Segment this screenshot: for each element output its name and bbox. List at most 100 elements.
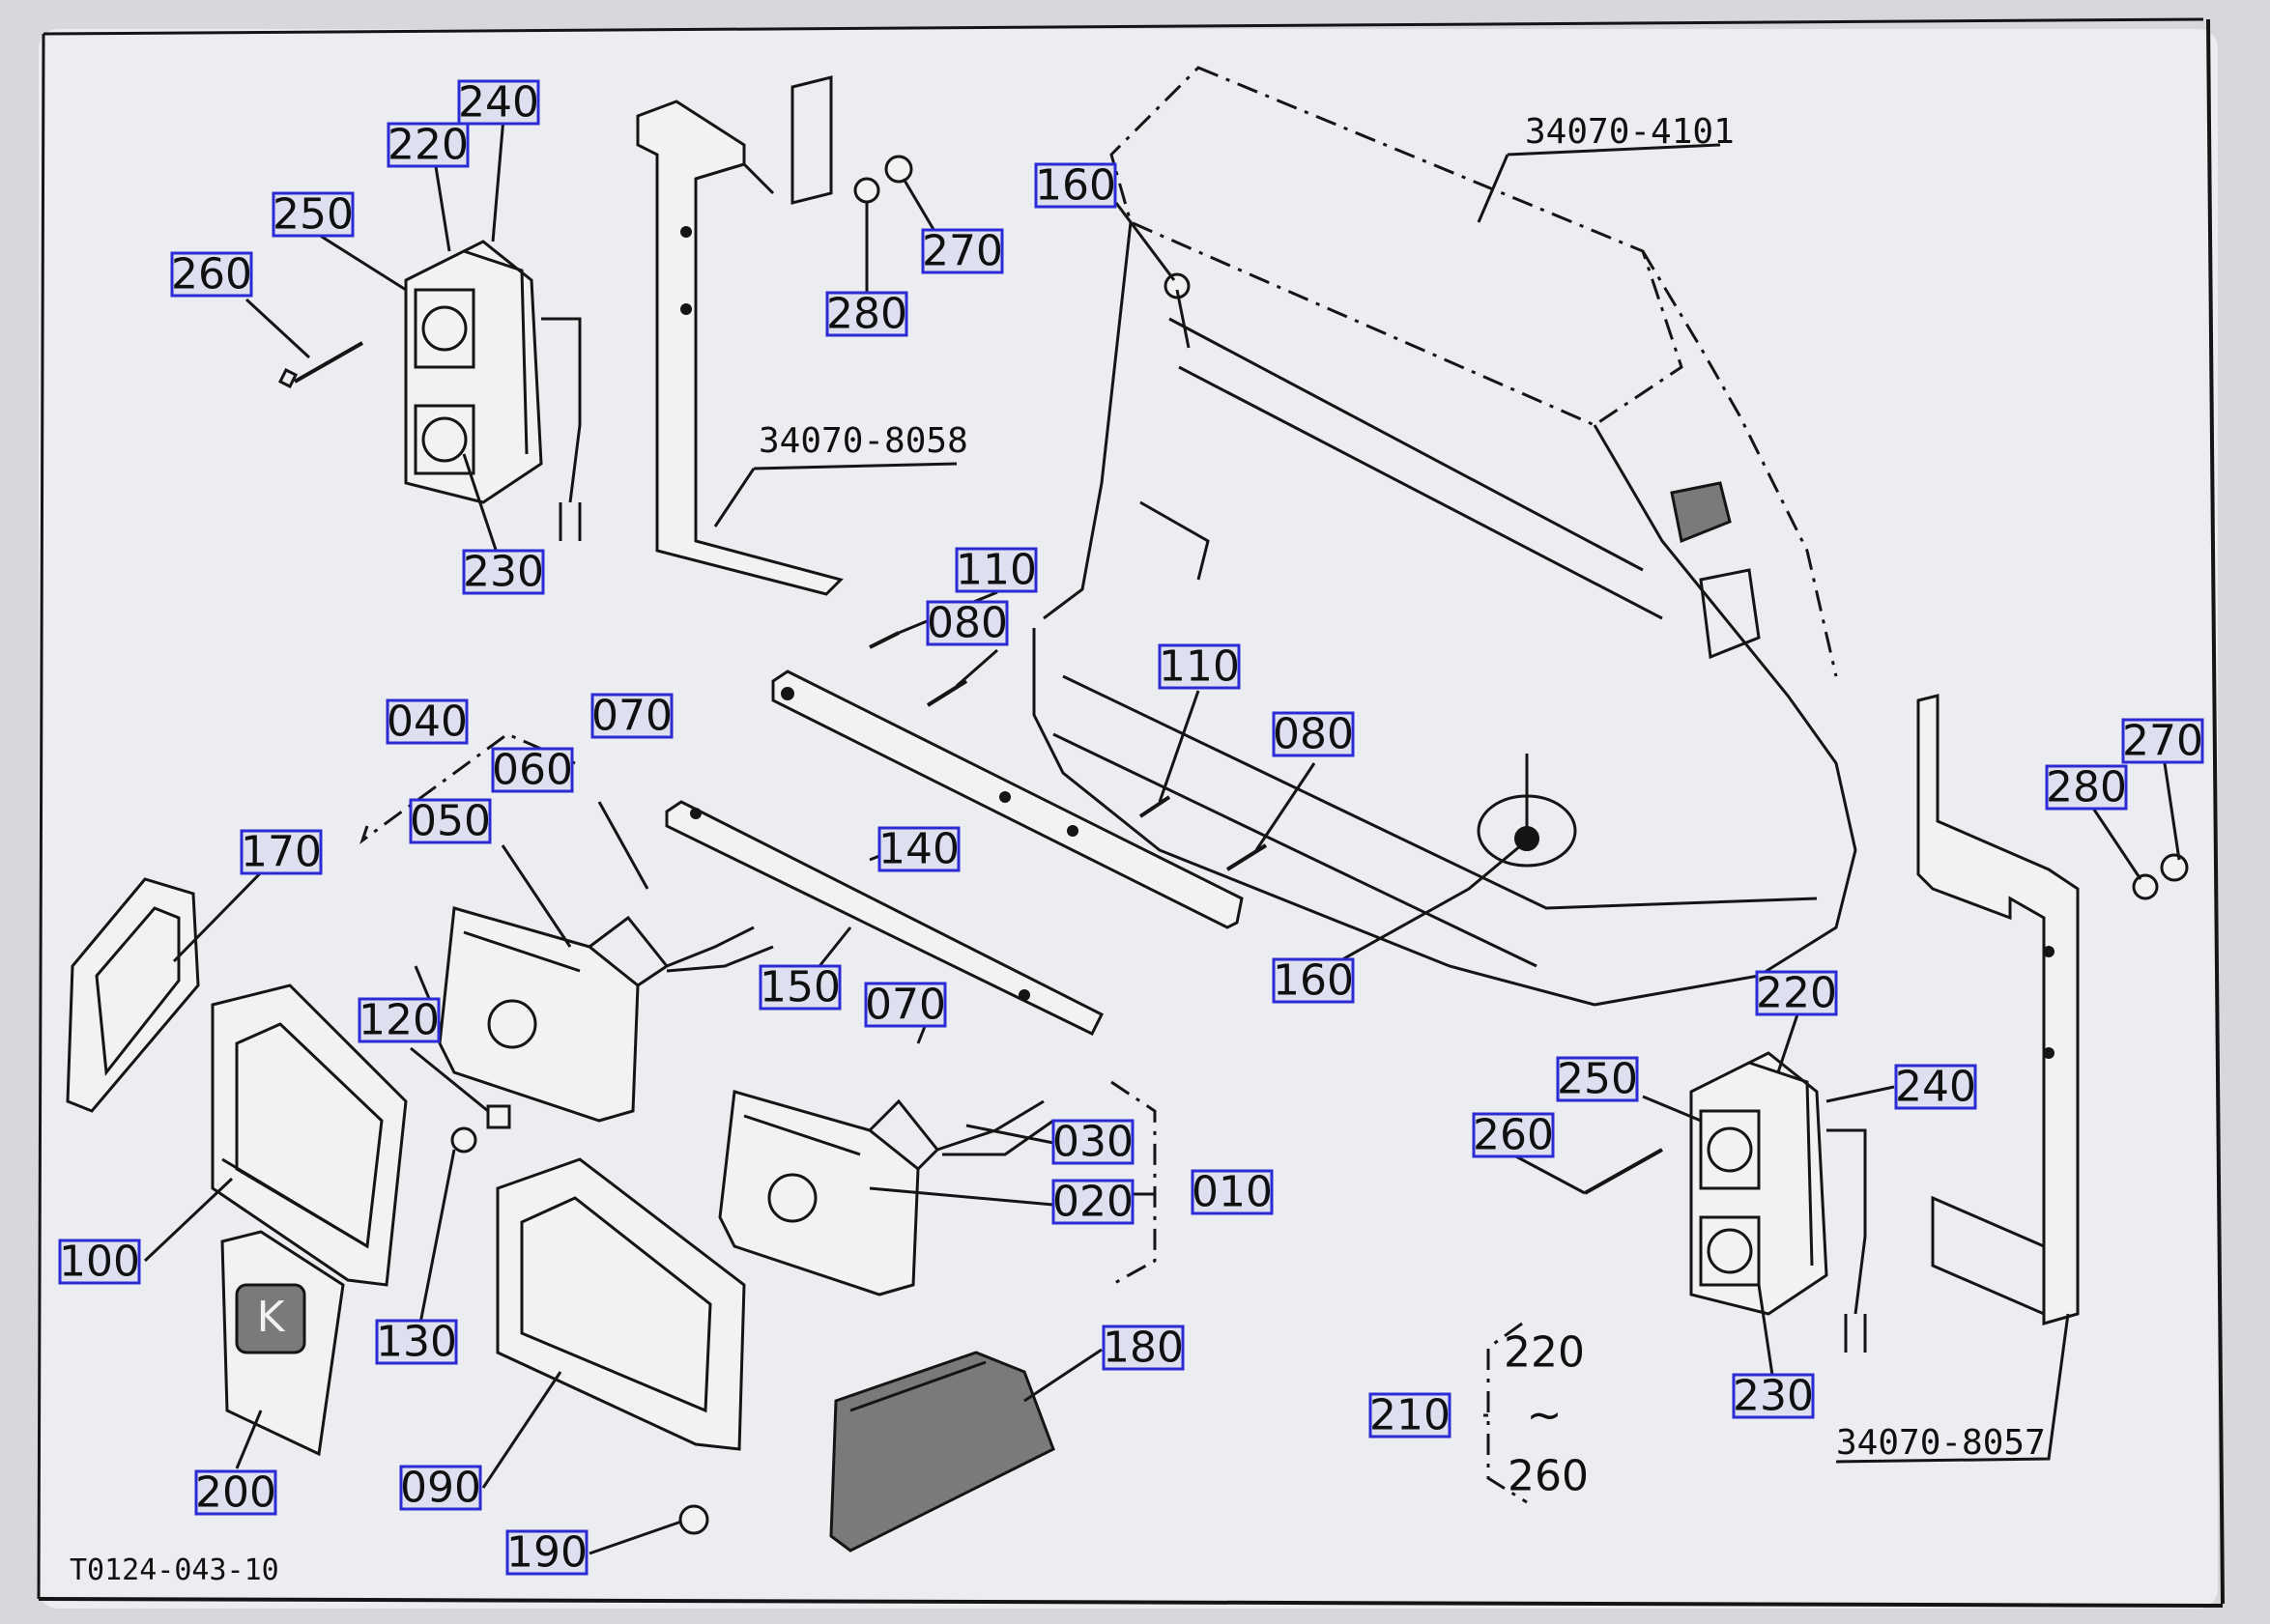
callout-030[interactable]: 030 [1051, 1118, 1135, 1167]
headlamp-lower [718, 1090, 1054, 1296]
svg-text:150: 150 [760, 963, 841, 1012]
callout-210[interactable]: 210 [1368, 1391, 1451, 1440]
callout-220[interactable]: 220 [1755, 969, 1838, 1018]
svg-text:030: 030 [1052, 1118, 1134, 1167]
rear-lamp-right [1689, 1051, 1867, 1353]
frame-right [2206, 18, 2225, 1605]
bezel-170 [66, 877, 200, 1113]
callout-190[interactable]: 190 [505, 1528, 589, 1578]
svg-text:240: 240 [458, 78, 539, 128]
part-number-cover: 34070-4101 [1525, 112, 1735, 152]
nut-270-right [2160, 853, 2189, 882]
svg-text:230: 230 [1733, 1372, 1814, 1421]
callout-140[interactable]: 140 [877, 825, 961, 874]
svg-text:080: 080 [927, 599, 1008, 648]
callout-100[interactable]: 100 [58, 1238, 141, 1287]
svg-text:180: 180 [1103, 1324, 1184, 1373]
bolt-080-a [926, 679, 968, 707]
part-number-bracket-left: 34070-8058 [759, 421, 968, 461]
callout-080[interactable]: 080 [1272, 710, 1355, 759]
callout-200[interactable]: 200 [194, 1468, 277, 1518]
callout-270[interactable]: 270 [921, 227, 1004, 276]
turn-lamp-180 [829, 1351, 1055, 1553]
callout-090[interactable]: 090 [399, 1464, 482, 1513]
callout-240[interactable]: 240 [1894, 1063, 1977, 1112]
callout-170[interactable]: 170 [240, 828, 323, 877]
callout-120[interactable]: 120 [358, 996, 441, 1045]
bracket-left [636, 75, 844, 596]
cover-assembly [1032, 66, 1857, 1007]
clip-120 [486, 1104, 511, 1129]
svg-text:160: 160 [1035, 161, 1116, 211]
washer-280-right [2132, 873, 2159, 900]
nut-190 [678, 1504, 709, 1535]
headlamp-upper [438, 906, 774, 1123]
svg-text:200: 200 [195, 1468, 276, 1518]
rear-lamp-left [404, 240, 582, 541]
cross-bar-140 [771, 670, 1244, 929]
callout-250[interactable]: 250 [272, 190, 355, 240]
callout-160[interactable]: 160 [1272, 956, 1355, 1006]
callout-080[interactable]: 080 [926, 599, 1009, 648]
svg-text:080: 080 [1273, 710, 1354, 759]
callout-070[interactable]: 070 [590, 692, 674, 741]
group-210-bracket [1486, 1322, 1528, 1504]
bolt-110-a [869, 631, 900, 649]
frame-bottom [38, 1597, 2224, 1608]
svg-text:250: 250 [273, 190, 354, 240]
svg-text:070: 070 [865, 981, 946, 1030]
callout-260[interactable]: 260 [1472, 1111, 1555, 1160]
svg-text:190: 190 [506, 1528, 588, 1578]
callout-280[interactable]: 280 [825, 290, 908, 339]
callout-240[interactable]: 240 [457, 78, 540, 128]
callout-180[interactable]: 180 [1102, 1324, 1185, 1373]
lamp-frame-100 [211, 983, 408, 1287]
svg-text:240: 240 [1895, 1063, 1976, 1112]
svg-text:220: 220 [388, 121, 469, 170]
callout-280[interactable]: 280 [2045, 763, 2128, 812]
washer-280-left [853, 177, 880, 204]
callout-110[interactable]: 110 [955, 546, 1038, 595]
range-note-from: 220 [1504, 1328, 1585, 1378]
svg-text:K: K [257, 1293, 286, 1342]
svg-text:230: 230 [463, 548, 544, 597]
svg-text:280: 280 [2046, 763, 2127, 812]
svg-text:250: 250 [1557, 1055, 1638, 1104]
part-number-bracket-right: 34070-8057 [1836, 1423, 2046, 1463]
svg-text:160: 160 [1273, 956, 1354, 1006]
svg-text:260: 260 [171, 250, 252, 299]
group-010-bracket [1110, 1080, 1157, 1287]
svg-text:040: 040 [387, 698, 468, 747]
callout-230[interactable]: 230 [1732, 1372, 1815, 1421]
callout-060[interactable]: 060 [491, 746, 574, 795]
callout-130[interactable]: 130 [375, 1318, 458, 1367]
svg-text:210: 210 [1369, 1391, 1451, 1440]
callout-250[interactable]: 250 [1556, 1055, 1639, 1104]
callout-070[interactable]: 070 [864, 981, 947, 1030]
callout-020[interactable]: 020 [1051, 1178, 1135, 1227]
frame-top [43, 17, 2204, 36]
emblem-200: K [220, 1230, 345, 1457]
callout-040[interactable]: 040 [386, 698, 469, 747]
callout-160[interactable]: 160 [1034, 161, 1117, 211]
callouts: 240 220 250 260 230 280 270 160 110 080 … [58, 78, 2204, 1578]
callout-230[interactable]: 230 [462, 548, 545, 597]
bolt-080-b [1225, 843, 1268, 871]
callout-220[interactable]: 220 [387, 121, 470, 170]
svg-text:120: 120 [359, 996, 440, 1045]
bracket-right [1916, 694, 2080, 1325]
svg-text:050: 050 [410, 797, 491, 846]
lamp-frame-090 [496, 1157, 746, 1451]
frame-left [37, 33, 45, 1600]
nut-270-left [884, 155, 913, 184]
callout-110[interactable]: 110 [1158, 642, 1241, 692]
callout-260[interactable]: 260 [170, 250, 253, 299]
callout-270[interactable]: 270 [2121, 717, 2204, 766]
callout-050[interactable]: 050 [409, 797, 492, 846]
svg-text:130: 130 [376, 1318, 457, 1367]
callout-010[interactable]: 010 [1191, 1168, 1274, 1217]
washer-130 [450, 1126, 477, 1154]
callout-150[interactable]: 150 [759, 963, 842, 1012]
svg-text:070: 070 [591, 692, 673, 741]
drawing-reference: T0124-043-10 [70, 1553, 279, 1587]
